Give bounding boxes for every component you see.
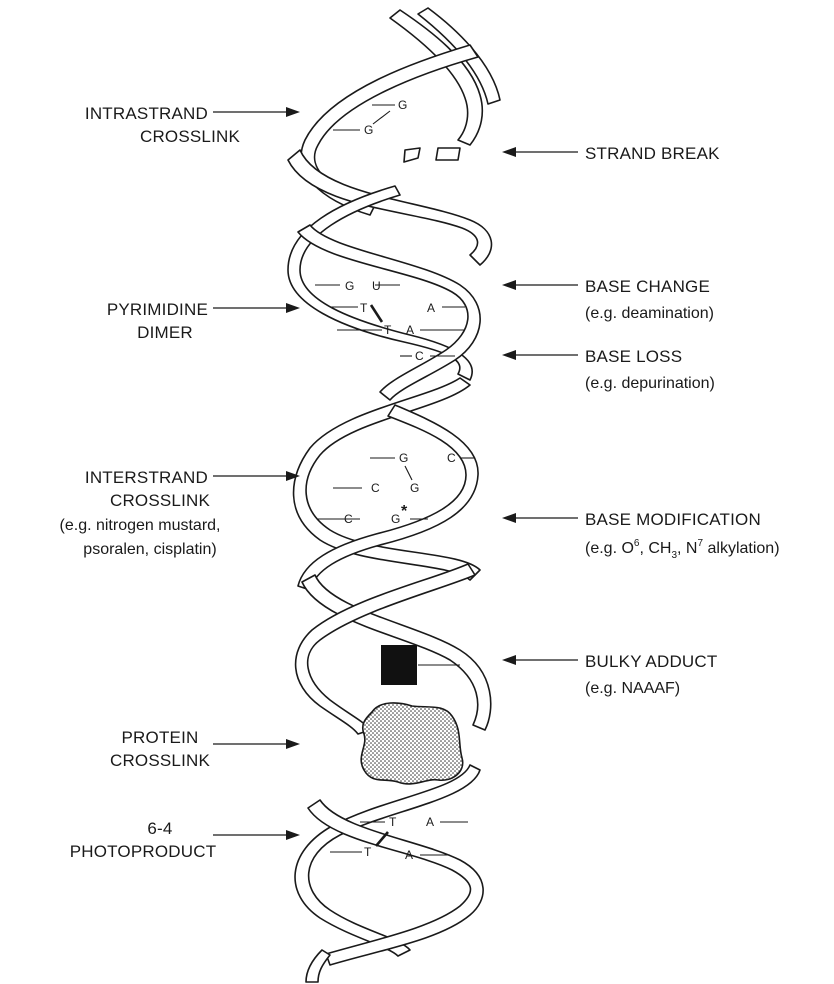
helix-strand-break bbox=[436, 148, 460, 160]
label-interstrand-line1: INTERSTRAND bbox=[85, 468, 208, 487]
protein-blob bbox=[361, 703, 463, 784]
label-base-modification-example: (e.g. O6, CH3, N7 alkylation) bbox=[585, 538, 780, 561]
base-g: G bbox=[399, 451, 408, 465]
label-photoproduct-line2: PHOTOPRODUCT bbox=[70, 842, 217, 861]
base-a: A bbox=[426, 815, 434, 829]
label-bulky-adduct: BULKY ADDUCT bbox=[585, 652, 717, 671]
right-labels: STRAND BREAK BASE CHANGE (e.g. deaminati… bbox=[585, 144, 780, 697]
double-helix bbox=[288, 8, 500, 982]
label-pyrimidine-line1: PYRIMIDINE bbox=[107, 300, 208, 319]
base-c: C bbox=[344, 512, 353, 526]
label-base-change: BASE CHANGE bbox=[585, 277, 710, 296]
base-a: A bbox=[406, 323, 414, 337]
label-protein-line1: PROTEIN bbox=[122, 728, 199, 747]
label-interstrand-example2: psoralen, cisplatin) bbox=[83, 541, 216, 558]
base-a: A bbox=[405, 848, 413, 862]
helix-strand-bottom bbox=[306, 950, 330, 982]
label-interstrand-example1: (e.g. nitrogen mustard, bbox=[60, 517, 221, 534]
dimer-bond bbox=[371, 305, 382, 322]
base-g: G bbox=[345, 279, 354, 293]
label-base-modification: BASE MODIFICATION bbox=[585, 510, 761, 529]
label-interstrand-line2: CROSSLINK bbox=[110, 491, 211, 510]
base-g: G bbox=[410, 481, 419, 495]
label-base-loss-example: (e.g. depurination) bbox=[585, 375, 715, 392]
label-bulky-adduct-example: (e.g. NAAAF) bbox=[585, 680, 680, 697]
helix-strand-break bbox=[404, 148, 420, 162]
base-t: T bbox=[389, 815, 397, 829]
bulky-adduct-block bbox=[381, 645, 417, 685]
base-g: G bbox=[364, 123, 373, 137]
base-t: T bbox=[384, 323, 392, 337]
base-u: U bbox=[372, 279, 381, 293]
base-g: G bbox=[398, 98, 407, 112]
helix-strand-segment bbox=[294, 378, 480, 580]
base-t: T bbox=[360, 301, 368, 315]
label-strand-break: STRAND BREAK bbox=[585, 144, 720, 163]
label-intrastrand-line2: CROSSLINK bbox=[140, 127, 241, 146]
label-base-loss: BASE LOSS bbox=[585, 347, 682, 366]
base-c: C bbox=[415, 349, 424, 363]
label-base-change-example: (e.g. deamination) bbox=[585, 305, 714, 322]
label-intrastrand-line1: INTRASTRAND bbox=[85, 104, 208, 123]
label-pyrimidine-line2: DIMER bbox=[137, 323, 193, 342]
label-protein-line2: CROSSLINK bbox=[110, 751, 211, 770]
base-c: C bbox=[371, 481, 380, 495]
base-c: C bbox=[447, 451, 456, 465]
base-g: G bbox=[391, 512, 400, 526]
base-t: T bbox=[364, 845, 372, 859]
modification-star: * bbox=[401, 503, 408, 520]
label-photoproduct-line1: 6-4 bbox=[147, 819, 172, 838]
left-labels: INTRASTRAND CROSSLINK PYRIMIDINE DIMER I… bbox=[60, 104, 241, 861]
base-a: A bbox=[427, 301, 435, 315]
